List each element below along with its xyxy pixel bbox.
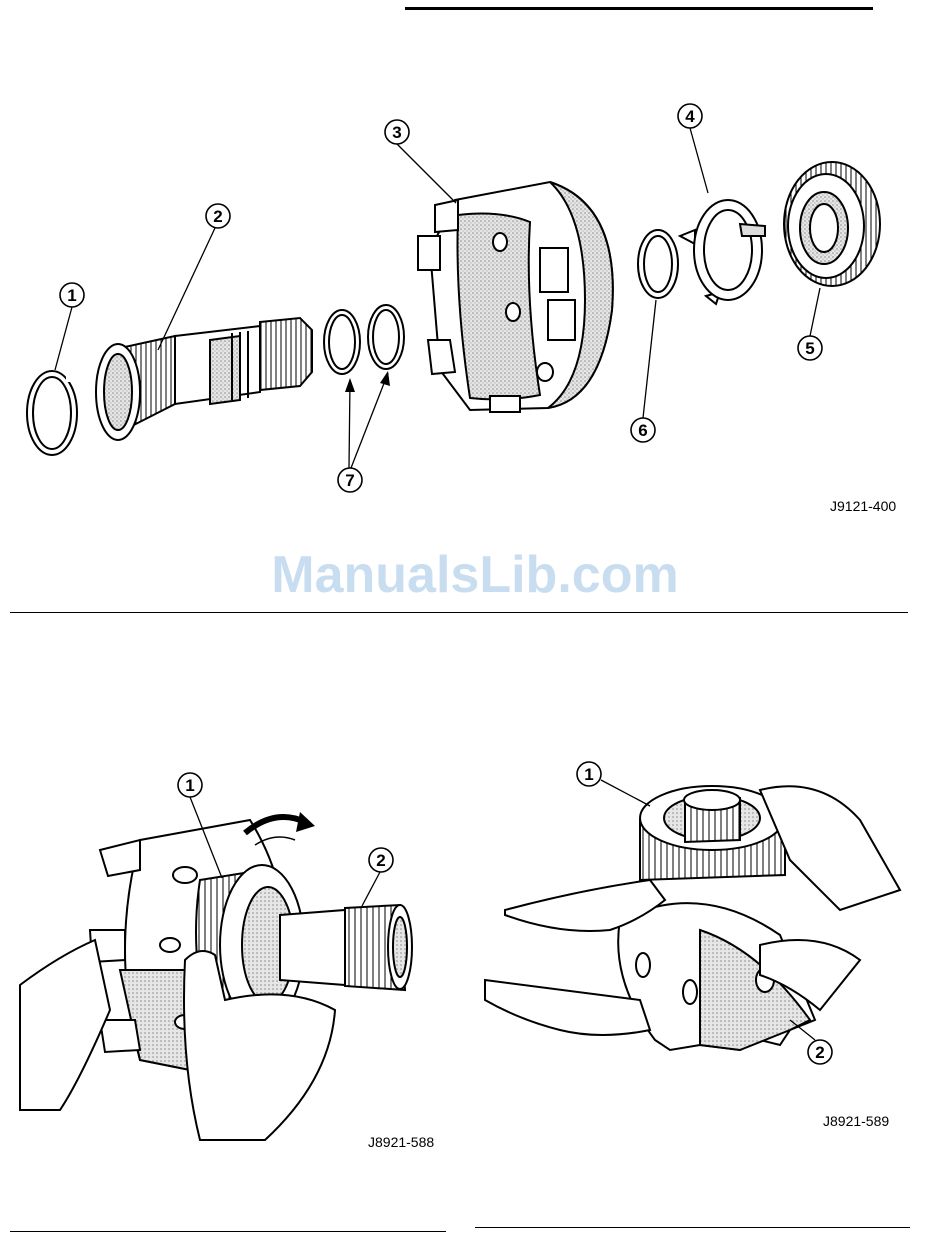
fig3-callout-1: 1 bbox=[577, 762, 601, 786]
figure-3-code: J8921-589 bbox=[823, 1113, 889, 1129]
bottom-rule-left bbox=[10, 1231, 446, 1232]
fig3-callout-2: 2 bbox=[808, 1040, 832, 1064]
bottom-rule-right bbox=[475, 1227, 910, 1228]
svg-text:2: 2 bbox=[815, 1043, 824, 1062]
svg-text:1: 1 bbox=[584, 765, 593, 784]
